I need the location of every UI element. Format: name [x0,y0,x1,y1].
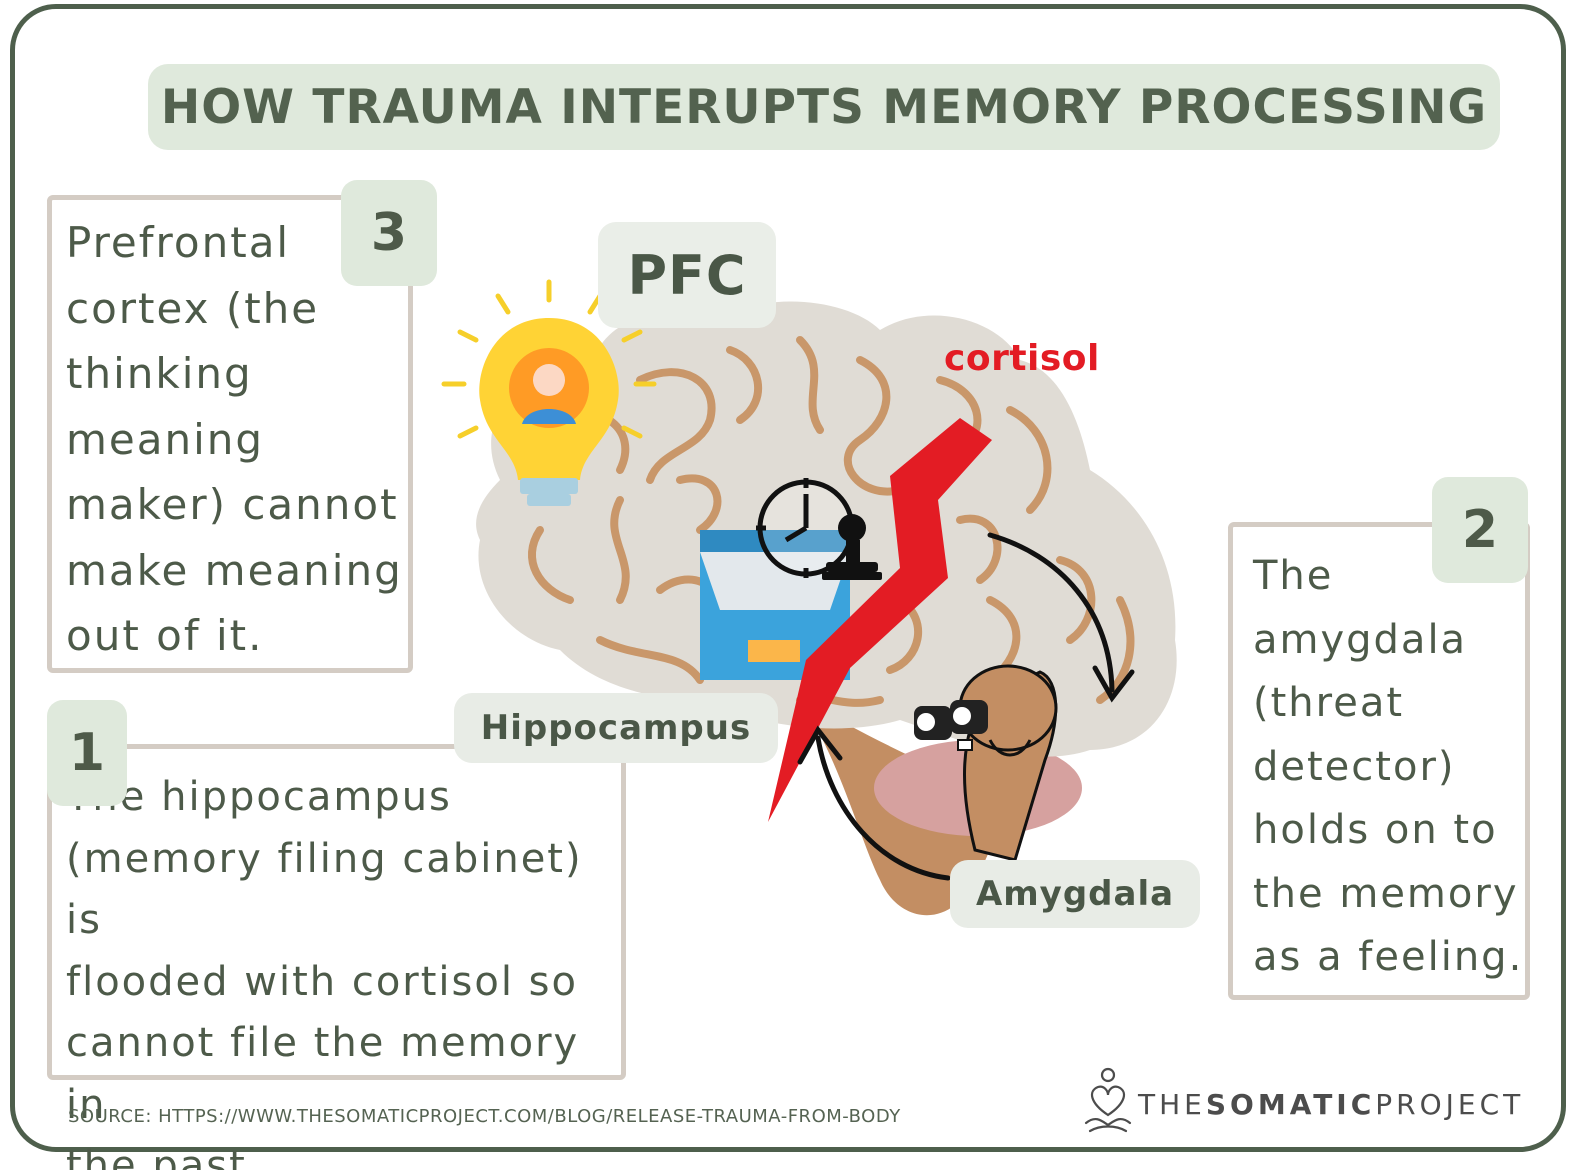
step-3-badge: 3 [341,180,437,286]
title-banner: HOW TRAUMA INTERUPTS MEMORY PROCESSING [148,64,1500,150]
source-citation: SOURCE: HTTPS://WWW.THESOMATICPROJECT.CO… [68,1106,901,1127]
lightbulb-person-icon [479,318,619,506]
amygdala-label: Amygdala [950,860,1200,928]
stamp-icon [822,514,882,580]
step-3-text: Prefrontal cortex (the thinking meaning … [66,218,403,660]
step-2-badge: 2 [1432,477,1528,583]
filing-cabinet-icon [700,530,850,680]
brand-prefix: THE [1138,1088,1206,1121]
arrows [797,532,1135,881]
lotus-heart-logo-icon [1084,1067,1132,1133]
brand-bold: SOMATIC [1205,1088,1376,1121]
step-2-text: The amygdala (threat detector) holds on … [1253,553,1524,980]
brain-shape [476,301,1177,757]
step-2-box: The amygdala (threat detector) holds on … [1228,522,1530,1000]
binoculars-figure-icon [914,664,1058,862]
step-1-badge: 1 [47,700,127,806]
brand-suffix: PROJECT [1375,1088,1525,1121]
pfc-label: PFC [598,222,776,328]
lightning-bolt-icon [768,418,992,822]
step-1-box: The hippocampus (memory filing cabinet) … [47,744,626,1170]
cortisol-label: cortisol [944,338,1100,379]
clock-icon [756,478,856,578]
page-title: HOW TRAUMA INTERUPTS MEMORY PROCESSING [160,79,1488,135]
hippocampus-label: Hippocampus [454,693,778,763]
brand-wordmark: THESOMATICPROJECT [1138,1088,1524,1121]
